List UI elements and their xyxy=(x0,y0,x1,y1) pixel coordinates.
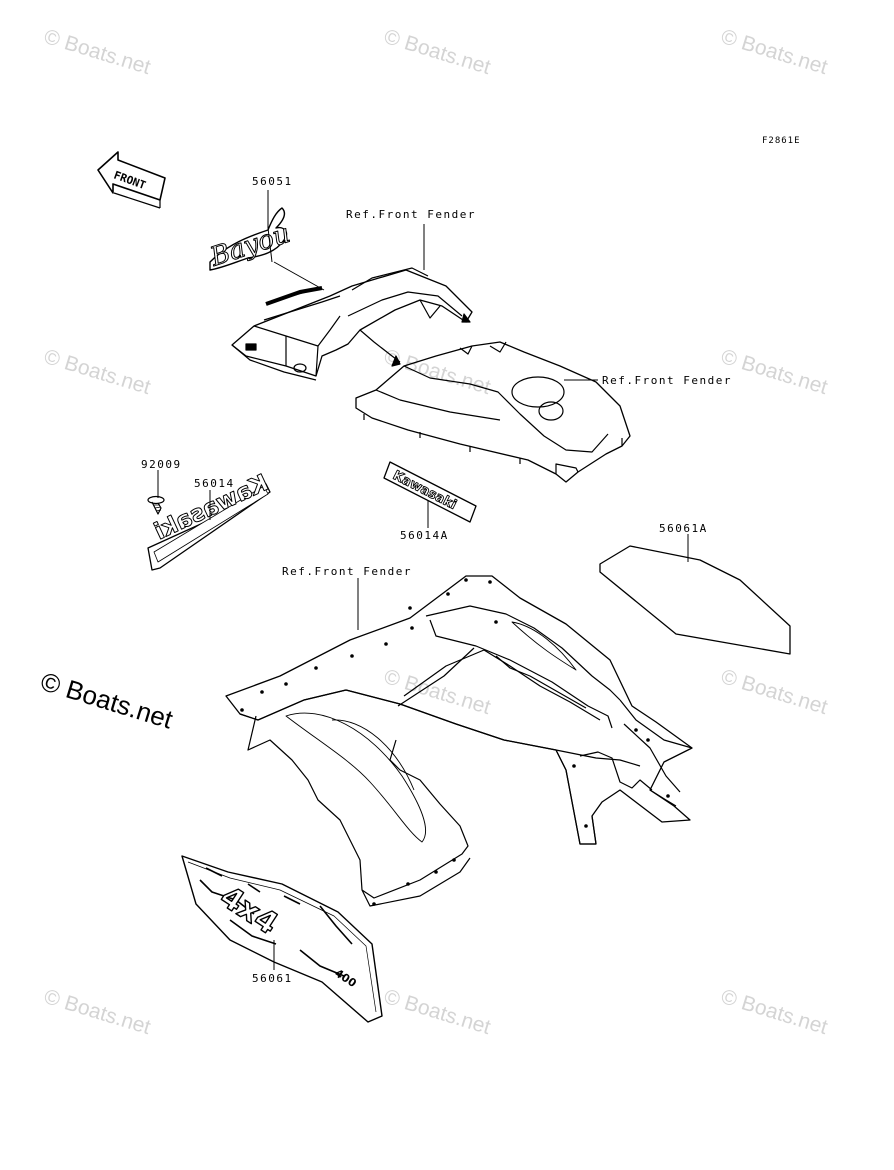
callout-56061: 56061 xyxy=(252,972,293,985)
callout-ref-front-fender-lower: Ref.Front Fender xyxy=(282,565,412,578)
rear-fender-large xyxy=(225,575,693,907)
callout-92009: 92009 xyxy=(141,458,182,471)
bayou-decal: Bayou xyxy=(205,207,294,273)
figure-code: F2861E xyxy=(762,136,801,146)
svg-text:Bayou: Bayou xyxy=(206,219,294,273)
screw-92009 xyxy=(147,495,165,515)
callout-56014: 56014 xyxy=(194,477,235,490)
callout-56014a: 56014A xyxy=(400,529,449,542)
callout-56061a: 56061A xyxy=(659,522,708,535)
front-fender-lower xyxy=(355,341,631,483)
callout-56051: 56051 xyxy=(252,175,293,188)
svg-text:Kawasaki: Kawasaki xyxy=(390,468,459,513)
front-arrow-icon: FRONT xyxy=(97,151,166,209)
decal-4x4-56061: 4x4 400 xyxy=(181,855,383,1023)
callout-ref-front-fender-top: Ref.Front Fender xyxy=(346,208,476,221)
callout-ref-front-fender-mid: Ref.Front Fender xyxy=(602,374,732,387)
kawasaki-decal-56014a: Kawasaki xyxy=(383,461,477,523)
decal-56061a xyxy=(599,545,791,655)
front-fender-upper xyxy=(231,267,473,381)
